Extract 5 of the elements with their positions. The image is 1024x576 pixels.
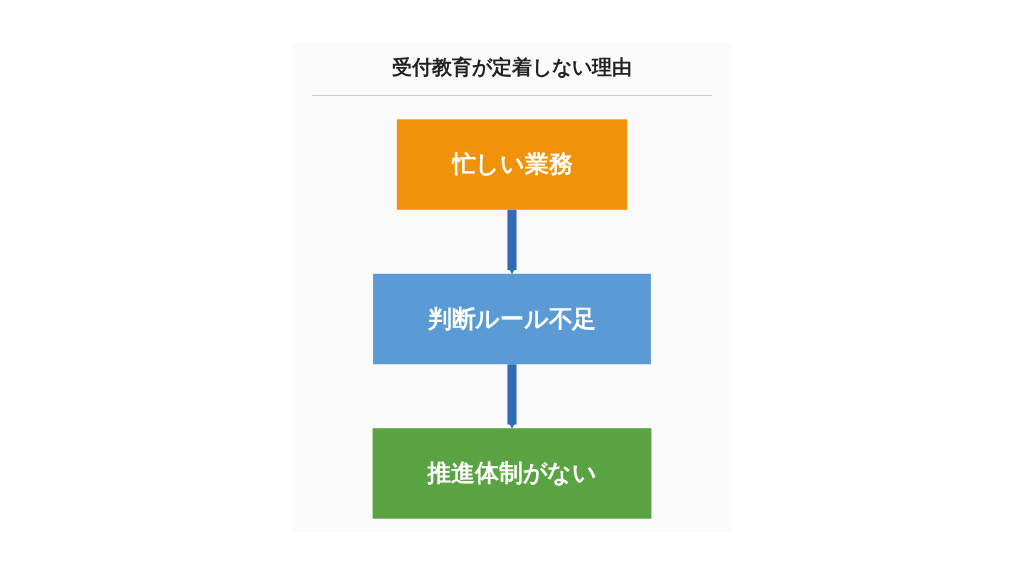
process-box: 推進体制がない — [372, 428, 652, 519]
arrow — [507, 364, 517, 429]
diagram-title: 受付教育が定着しない理由 — [392, 54, 632, 81]
process-box: 判断ルール不足 — [373, 273, 651, 365]
arrow — [507, 209, 517, 275]
